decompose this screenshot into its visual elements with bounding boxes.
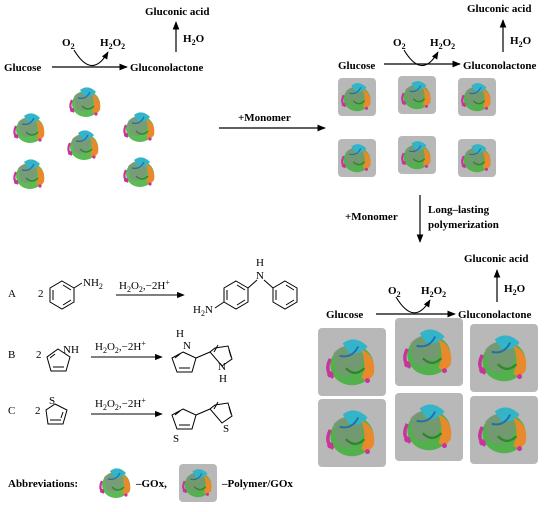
reaction-a-aniline: A 2 NH2 H2O2,−2H+ H N H2N <box>8 257 298 318</box>
hydrogen-peroxide-label: H2O2 <box>421 285 446 299</box>
long-lasting-label: Long–lasting <box>428 204 490 216</box>
polymer-gox-particle <box>338 78 376 116</box>
gox-legend-symbol <box>98 467 132 500</box>
gox-enzyme <box>12 112 46 145</box>
reaction-letter: A <box>8 288 16 300</box>
cosubstrate-curve <box>395 296 431 314</box>
water-label: H2O <box>504 283 526 297</box>
hydrogen-peroxide-label: H2O2 <box>100 37 125 51</box>
gluconic-acid-label: Gluconic acid <box>467 3 531 15</box>
nh-hydrogen-2: H <box>219 373 227 385</box>
polymer-gox-particle <box>395 318 463 386</box>
thiophene-sulfur-2: S <box>223 423 229 435</box>
scheme-thick-polymer-gox: Gluconic acid H2O O2 H2O2 Glucose Glucon… <box>318 253 538 467</box>
polymer-gox-particle <box>458 78 496 116</box>
polymer-gox-particle <box>398 76 436 114</box>
bithiophene-product <box>171 401 233 430</box>
reaction-c-thiophene: C 2 S H2O2,−2H+ S S <box>8 395 233 445</box>
reaction-letter: B <box>8 349 15 361</box>
thiophene-ring <box>45 403 68 425</box>
gox-enzyme <box>68 86 102 119</box>
pyrrole-nitrogen: NH <box>63 344 79 356</box>
gox-enzyme <box>12 158 46 191</box>
imine-nitrogen: N <box>256 270 264 282</box>
amino-group: NH2 <box>83 277 103 291</box>
abbreviations-legend: Abbreviations: –GOx, –Polymer/GOx <box>8 464 293 502</box>
oxygen-label: O2 <box>62 37 75 51</box>
nh-nitrogen-2: N <box>218 361 226 373</box>
polymer-gox-legend-symbol <box>179 464 217 502</box>
scheme-free-gox: Gluconic acid H2O O2 H2O2 Glucose Glucon… <box>4 6 209 191</box>
polymer-gox-particle <box>398 136 436 174</box>
amino-terminal: H2N <box>193 304 213 318</box>
abbreviations-title: Abbreviations: <box>8 478 78 490</box>
gluconolactone-label: Gluconolactone <box>130 62 203 74</box>
oxygen-label: O2 <box>393 37 406 51</box>
reaction-conditions: H2O2,−2H+ <box>119 278 170 294</box>
gluconolactone-label: Gluconolactone <box>463 60 536 72</box>
imine-hydrogen: H <box>256 257 264 269</box>
cosubstrate-curve <box>73 49 109 67</box>
polymerization-label: polymerization <box>428 219 499 231</box>
gox-enzyme <box>122 156 156 189</box>
glucose-label: Glucose <box>326 309 363 321</box>
reaction-b-pyrrole: B 2 NH H2O2,−2H+ H N N H <box>8 328 233 385</box>
thiophene-sulfur: S <box>49 395 55 407</box>
cosubstrate-curve <box>403 49 439 67</box>
bipyrrole-product <box>171 344 233 373</box>
reaction-letter: C <box>8 405 15 417</box>
glucose-label: Glucose <box>4 62 41 74</box>
polymer-gox-particle <box>338 139 376 177</box>
monomer-label: +Monomer <box>238 112 291 124</box>
gox-enzyme <box>66 129 100 162</box>
polymerization-step: +Monomer Long–lasting polymerization <box>345 195 499 243</box>
polymer-gox-legend-text: –Polymer/GOx <box>221 478 293 490</box>
nh-nitrogen-1: N <box>183 340 191 352</box>
polymer-gox-particle <box>470 396 538 464</box>
stoichiometric-coefficient: 2 <box>36 349 42 361</box>
polymer-gox-particle <box>318 399 386 467</box>
monomer-addition-step: +Monomer <box>219 112 326 132</box>
stoichiometric-coefficient: 2 <box>38 288 44 300</box>
nh-hydrogen-1: H <box>176 328 184 340</box>
oxygen-label: O2 <box>388 285 401 299</box>
hydrogen-peroxide-label: H2O2 <box>430 37 455 51</box>
gluconolactone-label: Gluconolactone <box>458 309 531 321</box>
dimer-product <box>214 279 298 310</box>
monomer-label: +Monomer <box>345 211 398 223</box>
reaction-conditions: H2O2,−2H+ <box>95 339 146 355</box>
water-label: H2O <box>183 33 205 47</box>
water-label: H2O <box>510 35 532 49</box>
glucose-label: Glucose <box>338 60 375 72</box>
thiophene-sulfur-1: S <box>173 433 179 445</box>
polymer-gox-particle <box>395 393 463 461</box>
pyrrole-ring <box>46 348 71 372</box>
aniline-ring <box>49 280 83 310</box>
stoichiometric-coefficient: 2 <box>35 405 41 417</box>
gox-legend-text: –GOx, <box>135 478 167 490</box>
gox-enzyme <box>122 111 156 144</box>
reaction-conditions: H2O2,−2H+ <box>95 396 146 412</box>
polymer-gox-particle <box>458 139 496 177</box>
gluconic-acid-label: Gluconic acid <box>464 253 528 265</box>
polymer-gox-particle <box>318 328 386 396</box>
polymer-gox-particle <box>470 324 538 392</box>
gluconic-acid-label: Gluconic acid <box>145 6 209 18</box>
scheme-polymer-gox: Gluconic acid H2O O2 H2O2 Glucose Glucon… <box>338 3 536 177</box>
